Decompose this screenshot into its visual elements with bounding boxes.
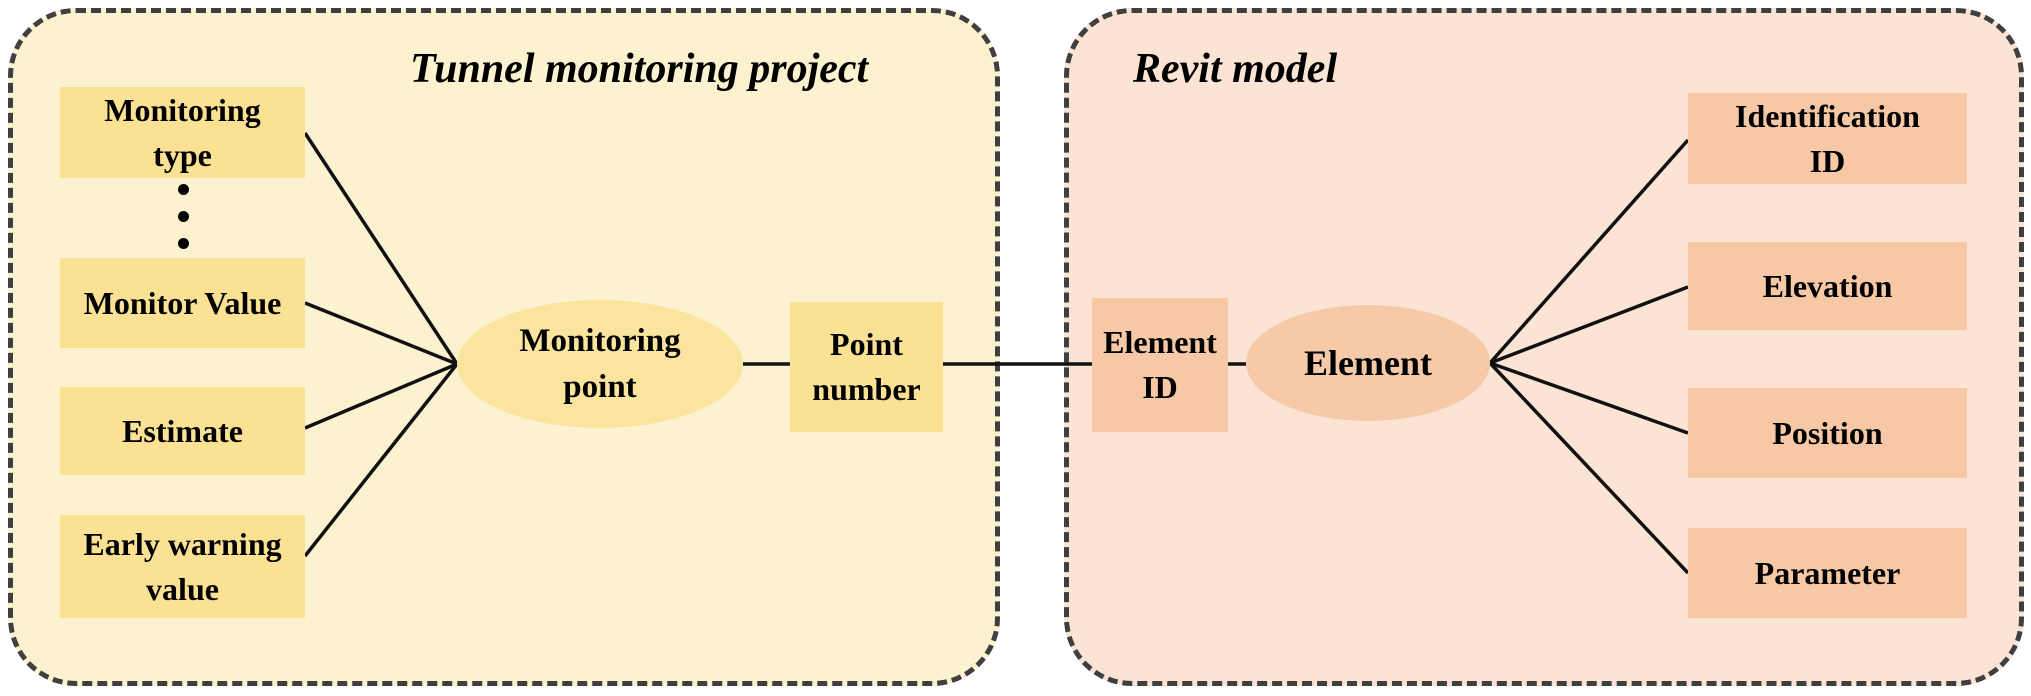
attribute-label: Parameter [1754, 554, 1901, 591]
attribute-box-elevation: Elevation [1688, 242, 1967, 330]
attribute-box-estimate: Estimate [60, 387, 305, 475]
attribute-box-monitoring-type: Monitoring type [60, 87, 305, 178]
attribute-label: Point number [812, 326, 921, 407]
vertical-ellipsis-icon [178, 184, 189, 195]
attribute-label: Early warning value [83, 525, 282, 607]
attribute-label: Element ID [1103, 324, 1217, 405]
attribute-box-position: Position [1688, 388, 1967, 478]
entity-ellipse-element: Element [1246, 305, 1490, 421]
entity-label: Element [1304, 342, 1432, 383]
attribute-label: Identification ID [1735, 97, 1920, 179]
attribute-label: Monitoring type [104, 91, 261, 173]
vertical-ellipsis-icon [178, 211, 189, 222]
attribute-box-identification-id: Identification ID [1688, 93, 1967, 184]
attribute-box-monitor-value: Monitor Value [60, 258, 305, 348]
attribute-box-point-number: Point number [790, 302, 943, 432]
attribute-label: Monitor Value [83, 284, 282, 321]
left-panel-title: Tunnel monitoring project [410, 46, 869, 92]
attribute-label: Estimate [122, 412, 243, 449]
attribute-box-early-warning-value: Early warning value [60, 515, 305, 618]
attribute-label: Position [1772, 414, 1883, 451]
attribute-box-parameter: Parameter [1688, 528, 1967, 618]
vertical-ellipsis-icon [178, 238, 189, 249]
attribute-box-element-id: Element ID [1092, 298, 1228, 432]
right-panel-title: Revit model [1133, 46, 1338, 92]
attribute-label: Elevation [1762, 267, 1893, 304]
entity-ellipse-monitoring-point: Monitoring point [457, 300, 743, 428]
entity-label: Monitoring point [519, 322, 681, 405]
